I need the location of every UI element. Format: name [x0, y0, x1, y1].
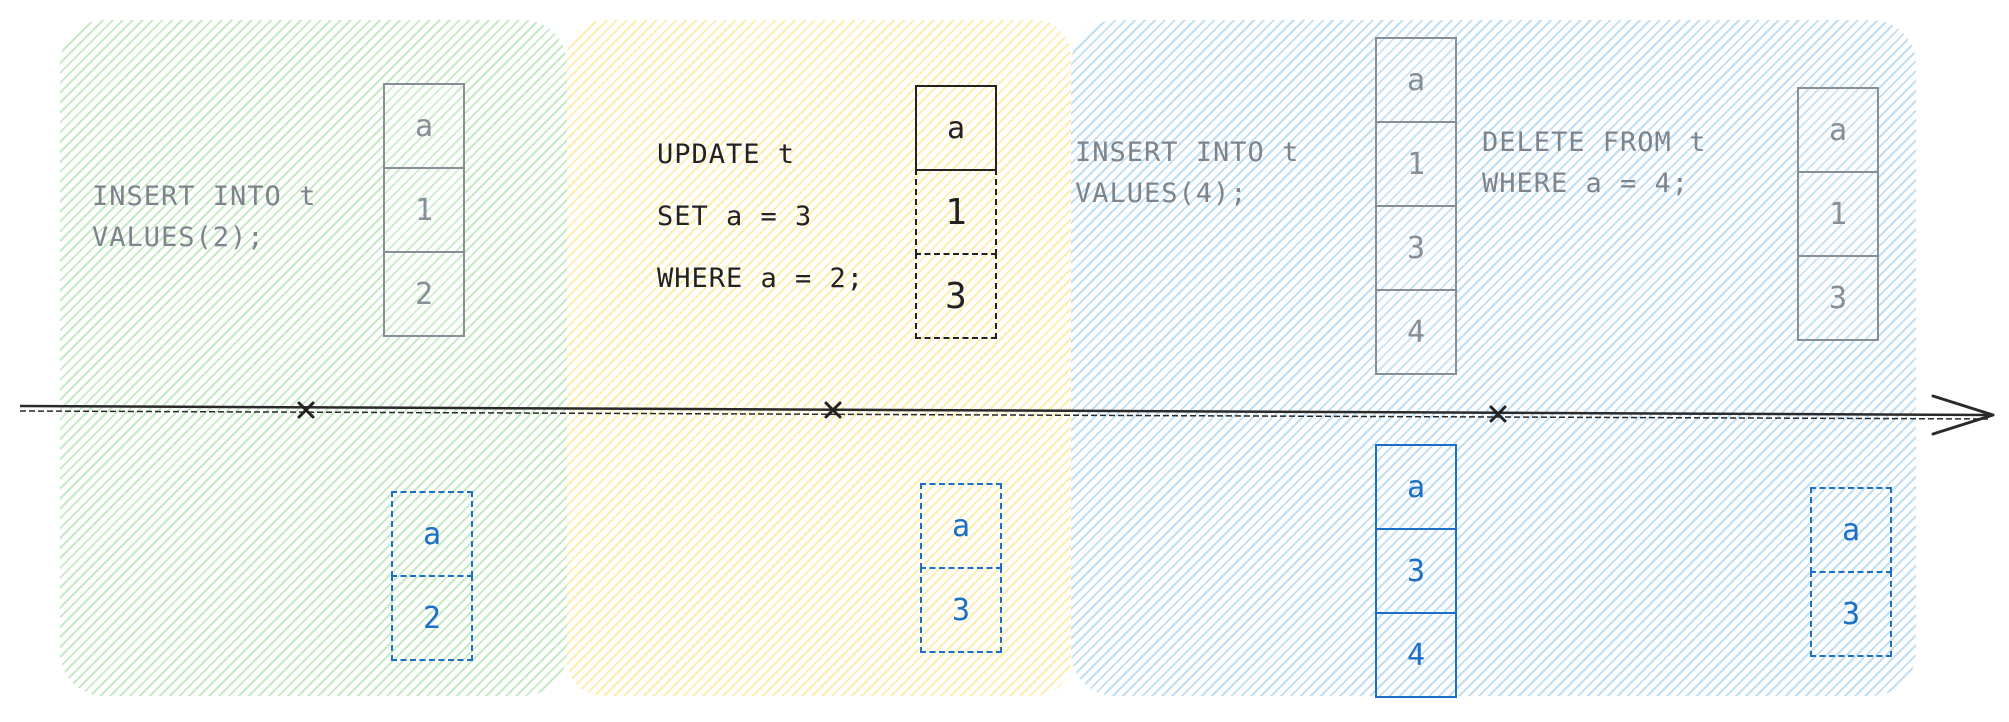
table-cell: 3 [1810, 571, 1892, 657]
timeline-line-shadow [19, 410, 1991, 420]
table-state-1: a 1 2 [383, 83, 465, 337]
table-cell: 4 [1375, 289, 1457, 375]
table-cell: 4 [1375, 612, 1457, 698]
sql-update: UPDATE t SET a = 3 WHERE a = 2; [657, 124, 864, 310]
table-cell: 3 [1797, 255, 1879, 341]
sql-line: DELETE FROM t [1482, 127, 1707, 158]
table-cell: 3 [920, 567, 1002, 653]
sql-delete: DELETE FROM t WHERE a = 4; [1482, 122, 1706, 204]
region-yellow [567, 20, 1071, 696]
table-header: a [383, 83, 465, 169]
delta-table-2: a 3 [920, 483, 1002, 653]
sql-line: WHERE a = 2; [657, 263, 865, 294]
table-header: a [1797, 87, 1879, 173]
arrowhead-icon [1931, 394, 1995, 436]
sql-line: UPDATE t [657, 139, 796, 170]
marker-icon [297, 401, 315, 419]
delta-table-3: a 3 4 [1375, 444, 1457, 698]
region-blue [1071, 20, 1916, 696]
sql-insert-4: INSERT INTO t VALUES(4); [1075, 132, 1299, 214]
region-green [60, 20, 567, 696]
sql-line: INSERT INTO t [1075, 137, 1300, 168]
marker-icon [1489, 405, 1507, 423]
table-cell: 1 [1797, 171, 1879, 257]
table-cell: 1 [1375, 121, 1457, 207]
table-state-3: a 1 3 4 [1375, 37, 1457, 375]
table-state-2: a 1 3 [915, 85, 997, 339]
table-cell: 3 [915, 253, 997, 339]
sql-line: INSERT INTO t [92, 181, 317, 212]
delta-table-1: a 2 [391, 491, 473, 661]
timeline-line [19, 404, 1994, 417]
table-state-4: a 1 3 [1797, 87, 1879, 341]
sql-line: VALUES(4); [1075, 178, 1248, 209]
sql-line: SET a = 3 [657, 201, 813, 232]
sql-line: VALUES(2); [92, 222, 265, 253]
marker-icon [824, 401, 842, 419]
table-cell: 2 [383, 251, 465, 337]
table-header: a [1375, 37, 1457, 123]
sql-line: WHERE a = 4; [1482, 168, 1690, 199]
table-cell: 2 [391, 575, 473, 661]
delta-table-4: a 3 [1810, 487, 1892, 657]
sql-insert-2: INSERT INTO t VALUES(2); [92, 176, 316, 258]
